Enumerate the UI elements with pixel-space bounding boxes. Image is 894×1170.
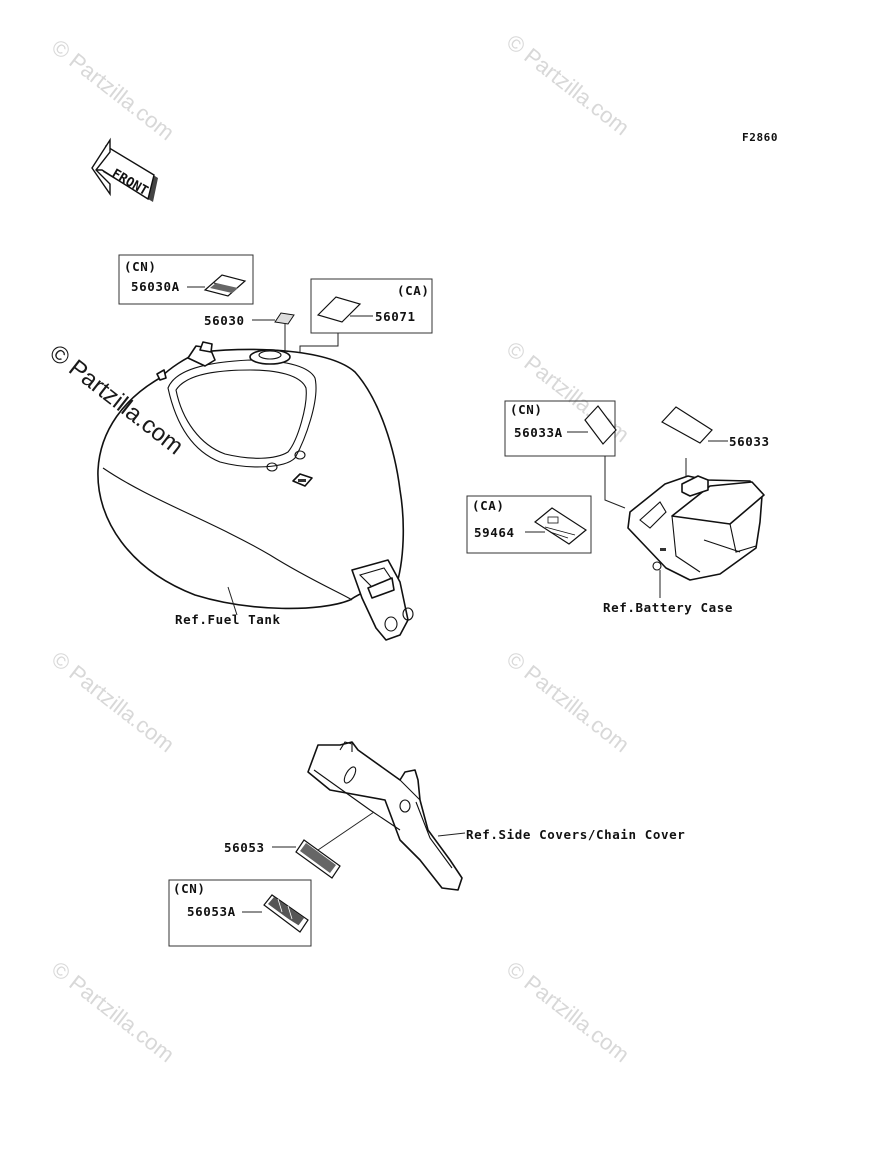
- side-cover-cn-part: 56053A: [187, 904, 236, 919]
- label-decal-icon: [661, 406, 713, 444]
- watermark-5: © Partzilla.com: [502, 646, 634, 757]
- side-cover-cn-tag: (CN): [173, 881, 206, 896]
- side-cover: [307, 741, 463, 891]
- battery-case-part-56033: 56033: [729, 434, 770, 449]
- fuel-tank-ca-tag: (CA): [397, 283, 430, 298]
- battery-case-cn-tag: (CN): [510, 402, 543, 417]
- battery-case-ca-tag: (CA): [472, 498, 505, 513]
- watermark-7: © Partzilla.com: [502, 956, 634, 1067]
- fuel-tank-part-56030: 56030: [204, 313, 245, 328]
- fuel-tank-ref-label: Ref.Fuel Tank: [175, 612, 281, 627]
- side-cover-part-56053: 56053: [224, 840, 265, 855]
- label-decal-icon: [295, 839, 341, 879]
- side-cover-cn-box: [168, 879, 312, 947]
- watermark-6: © Partzilla.com: [47, 956, 179, 1067]
- watermark-1: © Partzilla.com: [47, 34, 179, 145]
- watermark-4: © Partzilla.com: [47, 646, 179, 757]
- fuel-tank-cn-box: [118, 254, 254, 305]
- side-cover-group: Ref.Side Covers/Chain Cover 56053 (CN) 5…: [168, 741, 685, 947]
- side-cover-ref-label: Ref.Side Covers/Chain Cover: [466, 827, 685, 842]
- watermark-2: © Partzilla.com: [502, 29, 634, 140]
- label-decal-icon: [263, 894, 309, 933]
- fuel-tank-ca-part: 56071: [375, 309, 416, 324]
- fuel-tank-cn-part: 56030A: [131, 279, 180, 294]
- label-decal-icon: [274, 312, 295, 325]
- fuel-tank-cn-tag: (CN): [124, 259, 157, 274]
- fuel-tank: [97, 341, 414, 641]
- label-decal-icon: [316, 296, 362, 323]
- label-decal-icon: [203, 274, 247, 297]
- battery-case-cn-part: 56033A: [514, 425, 563, 440]
- battery-case-ref-label: Ref.Battery Case: [603, 600, 733, 615]
- fuel-tank-group: (CN) 56030A 56030 (CA) 56071: [97, 254, 433, 641]
- fuel-tank-ca-box: [310, 278, 433, 334]
- battery-case: [627, 475, 765, 581]
- battery-case-ca-box: [466, 495, 592, 554]
- front-arrow-icon: FRONT: [91, 137, 158, 202]
- label-decal-icon: [584, 405, 617, 445]
- figure-code: F2860: [742, 131, 778, 144]
- label-decal-icon: [533, 507, 588, 545]
- battery-case-group: (CN) 56033A 56033 (CA) 59464: [466, 400, 770, 615]
- battery-case-ca-part: 59464: [474, 525, 515, 540]
